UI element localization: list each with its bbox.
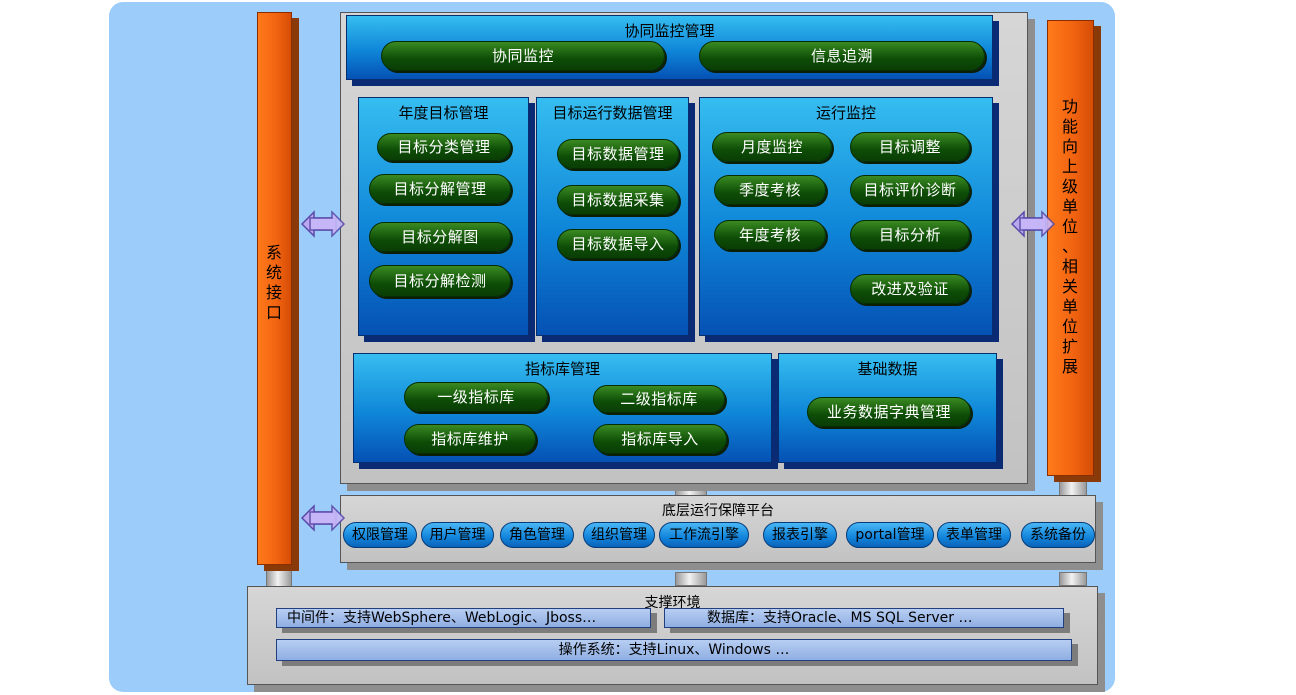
form-manage-button[interactable]: 表单管理 [937,522,1011,548]
target-adjust-button[interactable]: 目标调整 [850,132,970,162]
target-decompose-chart-button[interactable]: 目标分解图 [369,222,511,252]
target-data-title: 目标运行数据管理 [552,104,673,122]
extension-column: 功 能 向 上 级 单 位 、 相 关 单 位 扩 展 [1047,20,1094,476]
index-library-panel: 指标库管理 一级指标库 二级指标库 指标库维护 指标库导入 [353,353,772,463]
annual-target-panel: 年度目标管理 目标分类管理 目标分解管理 目标分解图 目标分解检测 [358,97,529,336]
index-import-button[interactable]: 指标库导入 [593,424,727,454]
portal-manage-button[interactable]: portal管理 [846,522,934,548]
system-backup-button[interactable]: 系统备份 [1021,522,1095,548]
base-data-panel: 基础数据 业务数据字典管理 [778,353,997,463]
index-library-title: 指标库管理 [524,360,600,378]
target-evaluate-button[interactable]: 目标评价诊断 [850,175,970,205]
coord-monitor-button[interactable]: 协同监控 [381,41,665,71]
quarterly-review-button[interactable]: 季度考核 [714,175,826,205]
coord-monitor-panel: 协同监控管理 协同监控 信息追溯 [346,15,993,80]
workflow-engine-button[interactable]: 工作流引擎 [659,522,749,548]
run-monitor-panel: 运行监控 月度监控 目标调整 季度考核 目标评价诊断 年度考核 目标分析 改进及… [699,97,993,336]
platform-panel: 底层运行保障平台 权限管理 用户管理 角色管理 组织管理 工作流引擎 报表引擎 … [340,495,1096,563]
extension-label: 功 能 向 上 级 单 位 、 相 关 单 位 扩 展 [1061,97,1078,376]
level1-index-button[interactable]: 一级指标库 [404,382,548,412]
right-upper-connector [1059,476,1087,496]
target-data-panel: 目标运行数据管理 目标数据管理 目标数据采集 目标数据导入 [536,97,689,336]
improve-verify-button[interactable]: 改进及验证 [850,274,970,304]
target-decompose-button[interactable]: 目标分解管理 [369,174,511,204]
target-data-manage-button[interactable]: 目标数据管理 [557,139,679,169]
double-arrow-icon [300,504,346,532]
target-decompose-check-button[interactable]: 目标分解检测 [369,265,511,297]
permission-manage-button[interactable]: 权限管理 [343,522,417,548]
dictionary-button[interactable]: 业务数据字典管理 [807,397,971,427]
annual-target-title: 年度目标管理 [398,104,489,122]
index-maintain-button[interactable]: 指标库维护 [404,424,536,454]
run-monitor-title: 运行监控 [815,104,876,122]
user-manage-button[interactable]: 用户管理 [421,522,494,548]
org-manage-button[interactable]: 组织管理 [583,522,655,548]
role-manage-button[interactable]: 角色管理 [500,522,574,548]
base-data-title: 基础数据 [857,360,918,378]
annual-review-button[interactable]: 年度考核 [714,220,826,250]
database-bar: 数据库：支持Oracle、MS SQL Server … [664,608,1064,628]
support-env-title: 支撑环境 [644,595,701,611]
coord-monitor-title: 协同监控管理 [624,22,715,40]
os-bar: 操作系统：支持Linux、Windows … [276,639,1072,661]
report-engine-button[interactable]: 报表引擎 [763,522,837,548]
target-data-import-button[interactable]: 目标数据导入 [557,229,679,259]
target-classify-button[interactable]: 目标分类管理 [377,133,511,161]
info-trace-button[interactable]: 信息追溯 [699,41,985,71]
middleware-bar: 中间件：支持WebSphere、WebLogic、Jboss… [276,608,651,628]
double-arrow-icon [300,210,346,238]
right-lower-connector [1059,572,1087,586]
double-arrow-icon [1010,210,1056,238]
support-env-panel: 支撑环境 中间件：支持WebSphere、WebLogic、Jboss… 数据库… [247,586,1098,685]
target-analysis-button[interactable]: 目标分析 [850,220,970,250]
left-column-connector [266,563,292,587]
target-data-collect-button[interactable]: 目标数据采集 [557,185,679,215]
system-interface-column: 系 统 接 口 [257,12,292,565]
level2-index-button[interactable]: 二级指标库 [593,385,725,413]
monthly-monitor-button[interactable]: 月度监控 [712,132,832,162]
system-interface-label: 系 统 接 口 [265,243,282,322]
platform-title: 底层运行保障平台 [662,503,774,519]
lower-connector [675,572,707,586]
